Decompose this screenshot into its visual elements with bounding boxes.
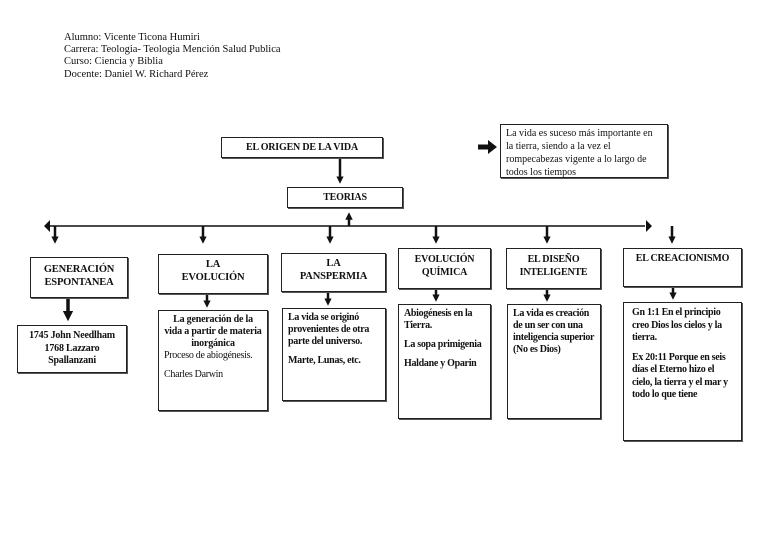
detail-line: Charles Darwin — [164, 369, 223, 380]
detail-line: La vida se originó provenientes de otra … — [288, 312, 370, 347]
detail-diseno: La vida es creación de un ser con una in… — [507, 304, 601, 419]
teacher-line: Docente: Daniel W. Richard Pérez — [64, 68, 209, 80]
detail-evolucion: La generación de la vida a partir de mat… — [158, 310, 268, 411]
theory-quimica: EVOLUCIÓN QUÍMICA — [398, 248, 491, 289]
detail-quimica: Abiogénesis en la Tierra. La sopa primig… — [398, 304, 491, 419]
career-line: Carrera: Teologia- Teologia Mención Salu… — [64, 44, 281, 56]
note-box: La vida es suceso más importante en la t… — [500, 124, 668, 178]
detail-line: 1745 John Needlham — [29, 330, 115, 341]
detail-line: La generación de la vida a partir de mat… — [164, 314, 262, 349]
document-header: Alumno: Vicente Ticona Humiri Carrera: T… — [64, 32, 281, 81]
detail-line: Spallanzani — [48, 355, 96, 366]
theory-evolucion: LA EVOLUCIÓN — [158, 254, 268, 294]
detail-line: Haldane y Oparin — [404, 358, 477, 369]
root-box: EL ORIGEN DE LA VIDA — [221, 137, 383, 158]
detail-panspermia: La vida se originó provenientes de otra … — [282, 308, 386, 401]
detail-line: Proceso de abiogénesis. — [164, 350, 253, 361]
detail-line: Gn 1:1 En el principio creo Dios los cie… — [632, 307, 722, 343]
theory-creacionismo: EL CREACIONISMO — [623, 248, 742, 287]
course-line: Curso: Ciencia y Biblia — [64, 56, 163, 68]
theory-generacion: GENERACIÓN ESPONTANEA — [30, 257, 128, 298]
student-line: Alumno: Vicente Ticona Humiri — [64, 32, 200, 43]
theory-panspermia: LA PANSPERMIA — [281, 253, 386, 292]
detail-line: La sopa primigenia — [404, 339, 482, 350]
detail-line: Marte, Lunas, etc. — [288, 355, 361, 366]
detail-line: 1768 Lazzaro — [44, 342, 100, 354]
detail-line: La vida es creación de un ser con una in… — [513, 308, 595, 355]
teorias-box: TEORIAS — [287, 187, 403, 208]
detail-line: Abiogénesis en la Tierra. — [404, 308, 473, 331]
detail-line: Ex 20:11 Porque en seis días el Eterno h… — [632, 351, 728, 401]
detail-generacion: 1745 John Needlham 1768 Lazzaro Spallanz… — [17, 325, 127, 373]
theory-diseno: EL DISEÑO INTELIGENTE — [506, 248, 601, 289]
detail-creacionismo: Gn 1:1 En el principio creo Dios los cie… — [623, 302, 742, 441]
